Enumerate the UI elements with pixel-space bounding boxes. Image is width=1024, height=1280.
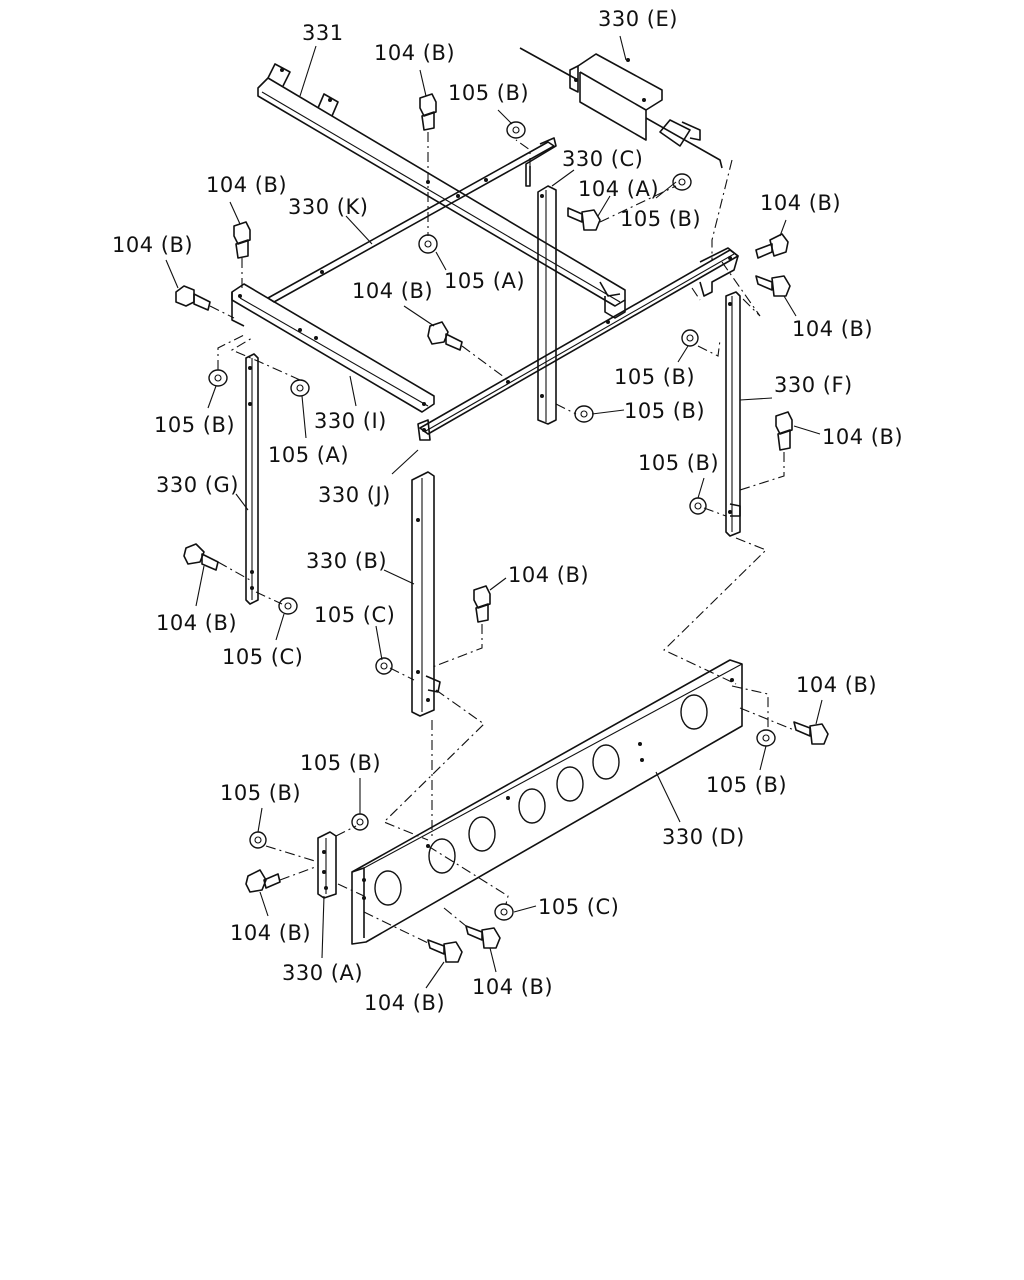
label-330E: 330 (E) xyxy=(598,7,678,31)
nut-105B-right2-icon xyxy=(689,497,707,515)
label-104B-right1: 104 (B) xyxy=(760,191,841,215)
label-105B-top: 105 (B) xyxy=(448,81,529,105)
nut-105B-bot2-icon xyxy=(351,813,369,831)
label-104B-right4: 104 (B) xyxy=(796,673,877,697)
bolt-104B-bot3-icon xyxy=(465,925,501,949)
label-105B-right2: 105 (B) xyxy=(638,451,719,475)
label-105C-center: 105 (C) xyxy=(314,603,395,627)
leader-lines xyxy=(165,35,823,989)
bolt-104B-right3-icon xyxy=(775,411,793,451)
label-330D: 330 (D) xyxy=(662,825,745,849)
label-104B-right2: 104 (B) xyxy=(792,317,873,341)
part-330F-post xyxy=(725,291,741,537)
nut-105B-left-icon xyxy=(208,369,228,387)
label-105B-mid: 105 (B) xyxy=(624,399,705,423)
label-105A-mid: 105 (A) xyxy=(444,269,525,293)
nut-105B-mid-icon xyxy=(574,405,594,423)
label-330C: 330 (C) xyxy=(562,147,643,171)
label-104B-left: 104 (B) xyxy=(112,233,193,257)
label-104B-leftlow: 104 (B) xyxy=(156,611,237,635)
label-104A: 104 (A) xyxy=(578,177,659,201)
label-105B-bot2: 105 (B) xyxy=(300,751,381,775)
bolt-104A-icon xyxy=(567,207,601,231)
label-104B-center: 104 (B) xyxy=(508,563,589,587)
bolt-104B-left-icon xyxy=(175,285,211,311)
part-330B-post xyxy=(411,471,441,717)
nut-105C-left-icon xyxy=(278,597,298,615)
part-330D-panel xyxy=(351,659,743,945)
label-104B-mid: 104 (B) xyxy=(352,279,433,303)
nut-105B-bot1-icon xyxy=(249,831,267,849)
label-330K: 330 (K) xyxy=(288,195,368,219)
nut-105C-center-icon xyxy=(375,657,393,675)
label-331: 331 xyxy=(302,21,344,45)
label-105C-bot: 105 (C) xyxy=(538,895,619,919)
part-330A-bracket xyxy=(317,831,337,899)
bolt-104B-top-icon xyxy=(419,93,437,131)
part-330G-post xyxy=(245,353,259,605)
label-330F: 330 (F) xyxy=(774,373,853,397)
label-105B-left: 105 (B) xyxy=(154,413,235,437)
nut-105A-left-icon xyxy=(290,379,310,397)
label-105B-c: 105 (B) xyxy=(620,207,701,231)
nut-105B-c-icon xyxy=(672,173,692,191)
label-330J: 330 (J) xyxy=(318,483,391,507)
callout-labels: 331 330 (E) 104 (B) 105 (B) 330 (C) 104 … xyxy=(112,7,903,1015)
nut-105B-right1-icon xyxy=(681,329,699,347)
label-104B-bot1: 104 (B) xyxy=(230,921,311,945)
bolt-104B-leftlow-icon xyxy=(183,543,219,571)
nut-105B-top-icon xyxy=(506,121,526,139)
bolt-104B-mid-icon xyxy=(427,321,463,351)
label-330B: 330 (B) xyxy=(306,549,387,573)
bolt-104B-right2-icon xyxy=(755,275,791,297)
bolt-104B-bot2-icon xyxy=(427,939,463,963)
bolt-104B-bot1-icon xyxy=(245,869,281,893)
part-330J-bar xyxy=(417,247,739,441)
label-104B-right3: 104 (B) xyxy=(822,425,903,449)
part-331-bracket xyxy=(257,63,626,319)
label-105B-right1: 105 (B) xyxy=(614,365,695,389)
bolt-104B-upleft-icon xyxy=(233,221,251,259)
label-104B-top: 104 (B) xyxy=(374,41,455,65)
label-105A-left: 105 (A) xyxy=(268,443,349,467)
bolt-104B-right4-icon xyxy=(793,721,829,745)
label-105C-left: 105 (C) xyxy=(222,645,303,669)
label-104B-bot2: 104 (B) xyxy=(364,991,445,1015)
part-330I-bracket xyxy=(231,283,435,413)
bolt-104B-center-icon xyxy=(473,585,491,623)
label-104B-upleft: 104 (B) xyxy=(206,173,287,197)
label-330I: 330 (I) xyxy=(314,409,387,433)
nut-105A-mid-icon xyxy=(418,234,438,254)
label-104B-bot3: 104 (B) xyxy=(472,975,553,999)
nut-105B-right3-icon xyxy=(756,729,776,747)
label-330G: 330 (G) xyxy=(156,473,239,497)
label-105B-right3: 105 (B) xyxy=(706,773,787,797)
label-105B-bot1: 105 (B) xyxy=(220,781,301,805)
assembly-lines xyxy=(209,132,795,945)
nut-105C-bot-icon xyxy=(494,903,514,921)
bolt-104B-right1-icon xyxy=(755,233,789,259)
part-330E-bracket xyxy=(519,47,723,169)
nuts-icon xyxy=(208,121,776,921)
label-330A: 330 (A) xyxy=(282,961,363,985)
part-330C-post xyxy=(537,185,557,425)
